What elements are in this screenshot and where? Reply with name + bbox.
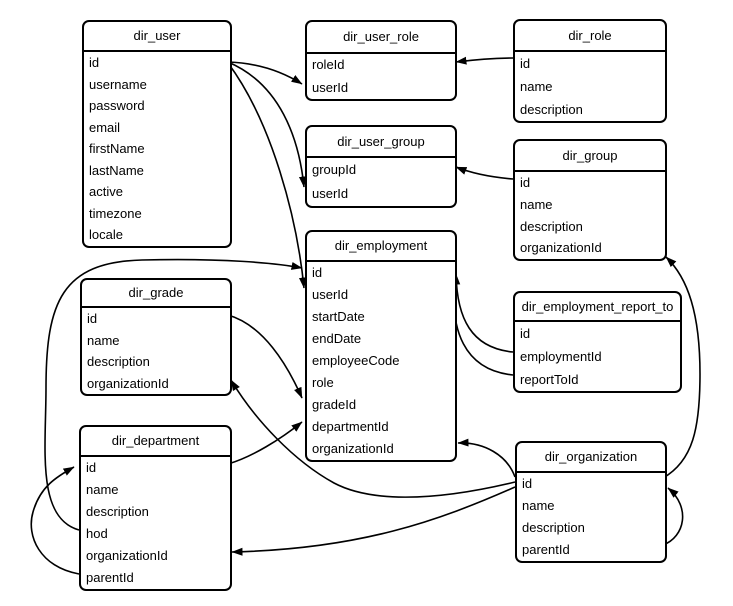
field-dir_department-hod: hod <box>86 526 108 541</box>
field-dir_employment-departmentId: departmentId <box>312 419 389 434</box>
edge-dir_user_id-to-dir_employment_userId <box>227 62 307 289</box>
edge-dir_user_id-to-dir_user_role_userId <box>227 61 303 85</box>
field-dir_role-name: name <box>520 79 553 94</box>
field-dir_grade-id: id <box>87 311 98 326</box>
field-dir_role-description: description <box>520 102 583 117</box>
field-dir_employment-role: role <box>312 375 334 390</box>
field-dir_employment_report_to-id: id <box>520 326 531 341</box>
field-dir_department-description: description <box>86 504 149 519</box>
edge-dir_grade_id-to-dir_employment_gradeId <box>227 314 303 399</box>
field-dir_employment-gradeId: gradeId <box>312 397 357 412</box>
edge-dir_organization_parentId-to-dir_organization_id <box>662 487 684 546</box>
field-dir_user-active: active <box>89 184 123 199</box>
field-dir_employment-endDate: endDate <box>312 331 362 346</box>
table-dir_user_group[interactable]: dir_user_group groupId userId <box>305 125 457 208</box>
field-dir_employment_report_to-reportToId: reportToId <box>520 372 579 387</box>
field-dir_employment-userId: userId <box>312 287 349 302</box>
field-dir_user-password: password <box>89 98 145 113</box>
table-title-dir_user_group: dir_user_group <box>307 127 455 158</box>
field-dir_group-description: description <box>520 218 583 234</box>
field-dir_user-locale: locale <box>89 227 123 242</box>
field-dir_organization-name: name <box>522 498 555 513</box>
table-dir_user_role[interactable]: dir_user_role roleId userId <box>305 20 457 101</box>
edge-dir_user_id-to-dir_user_group_userId <box>227 61 307 188</box>
field-dir_grade-description: description <box>87 354 150 369</box>
field-dir_user-email: email <box>89 119 121 135</box>
field-dir_employment-id: id <box>312 265 323 280</box>
field-dir_employment-organizationId: organizationId <box>312 441 394 456</box>
field-dir_user-timezone: timezone <box>89 205 142 221</box>
field-dir_group-id: id <box>520 175 531 190</box>
field-dir_grade-organizationId: organizationId <box>87 375 169 391</box>
field-dir_user_group-userId: userId <box>312 186 349 201</box>
field-dir_organization-description: description <box>522 520 585 535</box>
edge-dir_department_hod-to-dir_employment_id <box>44 258 303 531</box>
table-title-dir_organization: dir_organization <box>517 443 665 473</box>
field-dir_user_role-roleId: roleId <box>312 57 345 72</box>
field-dir_organization-id: id <box>522 476 533 491</box>
field-dir_group-organizationId: organizationId <box>520 240 602 256</box>
edge-dir_organization_id-to-dir_employment_organizationId <box>457 438 516 478</box>
edge-dir_group_id-to-dir_user_group_groupId <box>455 166 514 180</box>
field-dir_department-name: name <box>86 482 119 497</box>
field-dir_user-lastName: lastName <box>89 162 144 178</box>
table-title-dir_role: dir_role <box>515 21 665 52</box>
field-dir_grade-name: name <box>87 332 120 348</box>
field-dir_user_group-groupId: groupId <box>312 162 357 177</box>
edge-dir_employment_report_to_employmentId-to-dir_employment_id <box>452 273 514 353</box>
edge-dir_organization_id-to-dir_grade_organizationId <box>230 379 516 498</box>
field-dir_group-name: name <box>520 196 553 212</box>
field-dir_user-id: id <box>89 55 100 70</box>
field-dir_user_role-userId: userId <box>312 79 349 95</box>
field-dir_department-organizationId: organizationId <box>86 548 168 563</box>
table-title-dir_department: dir_department <box>81 427 230 457</box>
field-dir_employment_report_to-employmentId: employmentId <box>520 349 602 364</box>
table-title-dir_employment_report_to: dir_employment_report_to <box>515 293 680 322</box>
field-dir_role-id: id <box>520 56 531 71</box>
field-dir_department-id: id <box>86 460 97 475</box>
edge-dir_department_parentId-to-dir_department_id <box>30 466 80 575</box>
field-dir_user-username: username <box>89 76 147 92</box>
field-dir_employment-startDate: startDate <box>312 309 365 324</box>
field-dir_user-firstName: firstName <box>89 141 145 156</box>
edge-dir_role_id-to-dir_user_role_roleId <box>455 56 514 65</box>
table-title-dir_group: dir_group <box>515 141 665 172</box>
table-title-dir_user_role: dir_user_role <box>307 22 455 54</box>
edge-dir_employment_report_to_reportToId-to-dir_employment_id <box>449 280 514 376</box>
table-title-dir_grade: dir_grade <box>82 280 230 308</box>
field-dir_organization-parentId: parentId <box>522 542 570 557</box>
edge-dir_organization_id-to-dir_group_organizationId <box>662 256 701 479</box>
table-title-dir_user: dir_user <box>84 22 230 52</box>
field-dir_department-parentId: parentId <box>86 570 134 585</box>
table-title-dir_employment: dir_employment <box>307 232 455 262</box>
edge-dir_department_id-to-dir_employment_departmentId <box>227 421 303 465</box>
field-dir_employment-employeeCode: employeeCode <box>312 353 400 368</box>
edge-dir_organization_id-to-dir_department_organizationId <box>231 486 516 556</box>
